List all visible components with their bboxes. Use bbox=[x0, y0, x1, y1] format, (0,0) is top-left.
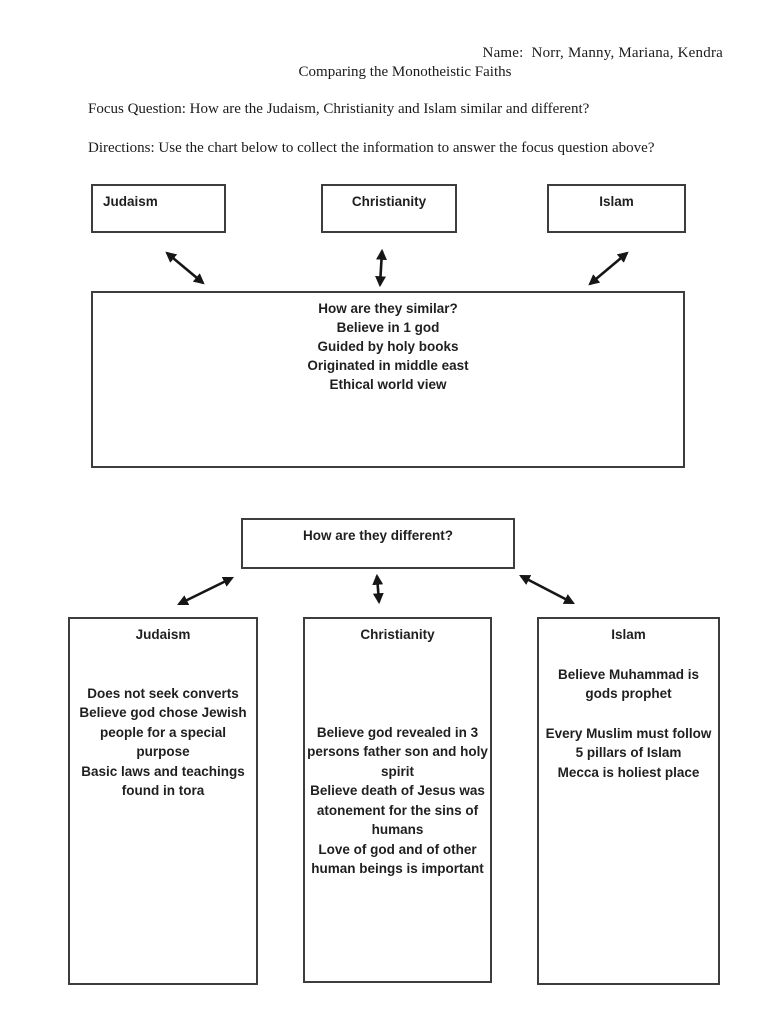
difference-point: Basic laws and teachings found in tora bbox=[81, 763, 245, 799]
similarity-item: Guided by holy books bbox=[317, 339, 459, 354]
name-line: Name: Norr, Manny, Mariana, Kendra bbox=[0, 45, 723, 62]
differences-heading: How are they different? bbox=[302, 528, 454, 543]
difference-column-islam-title: Islam bbox=[611, 627, 646, 642]
arrow-islam-similarities bbox=[588, 251, 629, 286]
difference-point: Every Muslim must follow 5 pillars of Is… bbox=[545, 725, 712, 761]
arrow-judaism-similarities bbox=[165, 251, 205, 285]
top-box-islam: Islam bbox=[547, 184, 686, 233]
difference-column-christianity-body: Believe god revealed in 3 persons father… bbox=[305, 723, 490, 879]
difference-column-judaism-body: Does not seek converts Believe god chose… bbox=[70, 684, 256, 801]
difference-column-christianity-title: Christianity bbox=[360, 627, 435, 642]
arrow-differences-judaism bbox=[177, 576, 234, 606]
difference-point: Believe god chose Jewish people for a sp… bbox=[79, 705, 247, 759]
similarity-item: Ethical world view bbox=[329, 377, 447, 392]
difference-column-judaism: Judaism Does not seek converts Believe g… bbox=[68, 617, 258, 985]
name-value: Norr, Manny, Mariana, Kendra bbox=[531, 45, 723, 61]
similarities-box: How are they similar? Believe in 1 god G… bbox=[91, 291, 685, 468]
differences-box: How are they different? bbox=[241, 518, 515, 569]
difference-column-christianity: Christianity Believe god revealed in 3 p… bbox=[303, 617, 492, 983]
directions: Directions: Use the chart below to colle… bbox=[88, 140, 655, 156]
top-box-christianity-label: Christianity bbox=[351, 194, 427, 209]
name-label: Name: bbox=[482, 45, 524, 61]
difference-point: Believe death of Jesus was atonement for… bbox=[310, 783, 485, 837]
difference-point: Mecca is holiest place bbox=[557, 764, 700, 780]
similarity-item: Believe in 1 god bbox=[336, 320, 440, 335]
difference-column-islam-body: Believe Muhammad is gods prophet Every M… bbox=[539, 665, 718, 783]
focus-question: Focus Question: How are the Judaism, Chr… bbox=[88, 101, 590, 117]
top-box-judaism-label: Judaism bbox=[103, 194, 158, 209]
arrow-christianity-similarities bbox=[375, 248, 387, 288]
difference-column-islam: Islam Believe Muhammad is gods prophet E… bbox=[537, 617, 720, 985]
top-box-judaism: Judaism bbox=[91, 184, 226, 233]
similarity-item: Originated in middle east bbox=[307, 358, 469, 373]
arrow-differences-christianity bbox=[372, 573, 384, 605]
difference-point: Believe god revealed in 3 persons father… bbox=[307, 724, 488, 779]
difference-point: Believe Muhammad is gods prophet bbox=[557, 666, 700, 702]
difference-point: Does not seek converts bbox=[87, 685, 239, 701]
difference-column-judaism-title: Judaism bbox=[135, 627, 191, 642]
page-title: Comparing the Monotheistic Faiths bbox=[298, 64, 512, 80]
difference-point: Love of god and of other human beings is… bbox=[311, 841, 484, 877]
top-box-islam-label: Islam bbox=[599, 194, 634, 209]
similarities-heading: How are they similar? bbox=[318, 301, 458, 316]
top-box-christianity: Christianity bbox=[321, 184, 457, 233]
arrow-differences-islam bbox=[519, 574, 575, 605]
